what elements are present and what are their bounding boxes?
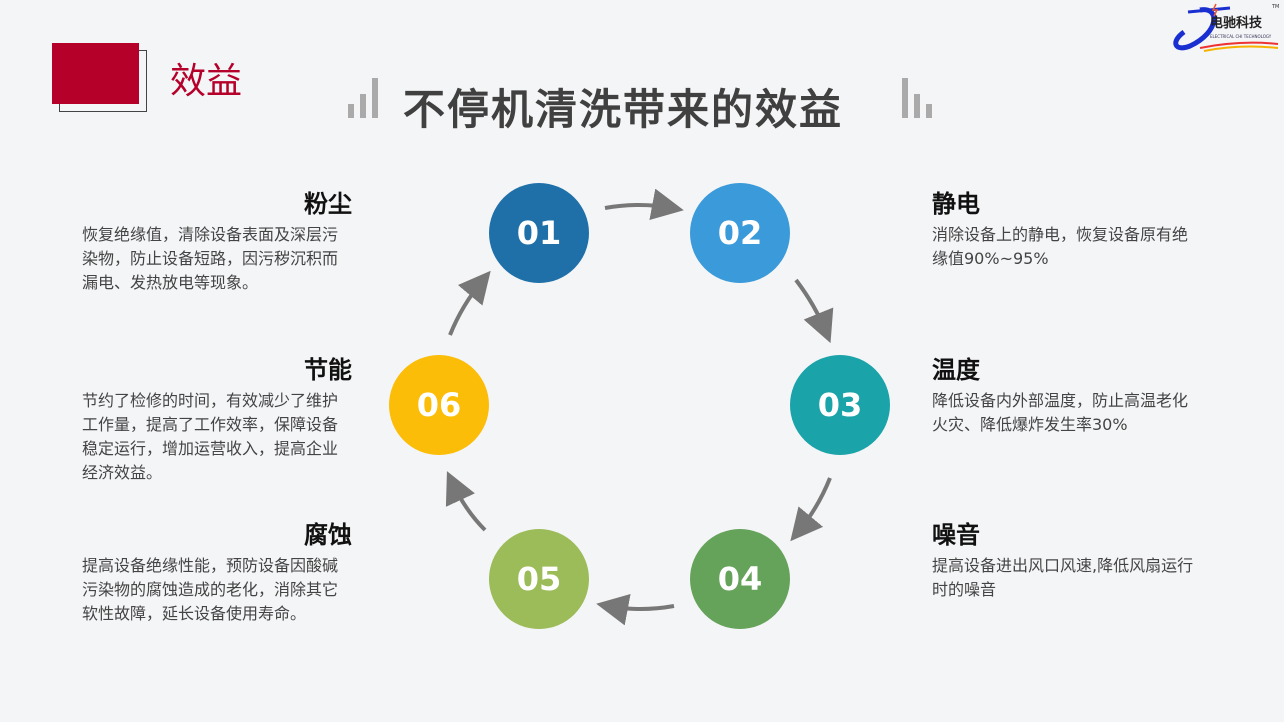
page-title: 不停机清洗带来的效益 xyxy=(403,85,844,134)
benefit-energy: 节能节约了检修的时间，有效减少了维护工作量，提高了工作效率，保障设备稳定运行，增… xyxy=(82,350,352,485)
benefit-title: 噪音 xyxy=(932,521,980,549)
arrow-04-05 xyxy=(596,593,675,626)
benefit-text: 提高设备绝缘性能，预防设备因酸碱污染物的腐蚀造成的老化，消除其它软性故障，延长设… xyxy=(82,556,339,623)
step-circle-03: 03 xyxy=(790,355,890,455)
benefit-corrosion: 腐蚀提高设备绝缘性能，预防设备因酸碱污染物的腐蚀造成的老化，消除其它软性故障，延… xyxy=(82,515,352,626)
benefit-text: 提高设备进出风口风速,降低风扇运行时的噪音 xyxy=(932,556,1194,599)
arrow-02-03 xyxy=(794,278,834,344)
step-circle-04: 04 xyxy=(690,529,790,629)
benefit-title: 温度 xyxy=(932,356,980,384)
title-bars-left-icon xyxy=(348,78,378,118)
benefit-static: 静电消除设备上的静电，恢复设备原有绝缘值90%~95% xyxy=(932,184,1202,271)
step-circle-02: 02 xyxy=(690,183,790,283)
benefit-dust: 粉尘恢复绝缘值，清除设备表面及深层污染物，防止设备短路，因污秽沉积而漏电、发热放… xyxy=(82,184,352,295)
benefit-title: 腐蚀 xyxy=(304,521,352,549)
step-circle-06: 06 xyxy=(389,355,489,455)
benefit-text: 降低设备内外部温度，防止高温老化火灾、降低爆炸发生率30% xyxy=(932,391,1189,434)
arrow-01-02 xyxy=(604,188,684,221)
arrow-05-06 xyxy=(445,471,487,532)
benefit-text: 节约了检修的时间，有效减少了维护工作量，提高了工作效率，保障设备稳定运行，增加运… xyxy=(82,391,339,482)
benefit-text: 消除设备上的静电，恢复设备原有绝缘值90%~95% xyxy=(932,225,1189,268)
company-logo: 电驰科技 ELECTRICAL CHI TECHNOLOGY TM xyxy=(1170,2,1282,56)
arrow-03-04 xyxy=(790,477,832,542)
benefit-title: 静电 xyxy=(932,190,980,218)
step-circle-05: 05 xyxy=(489,529,589,629)
section-title: 效益 xyxy=(170,60,243,101)
benefit-title: 粉尘 xyxy=(304,190,352,218)
benefit-noise: 噪音提高设备进出风口风速,降低风扇运行时的噪音 xyxy=(932,515,1202,602)
benefit-text: 恢复绝缘值，清除设备表面及深层污染物，防止设备短路，因污秽沉积而漏电、发热放电等… xyxy=(82,225,339,292)
benefit-temperature: 温度降低设备内外部温度，防止高温老化火灾、降低爆炸发生率30% xyxy=(932,350,1202,437)
step-circle-01: 01 xyxy=(489,183,589,283)
title-bars-right-icon xyxy=(902,78,932,118)
benefit-title: 节能 xyxy=(304,356,352,384)
section-badge xyxy=(52,43,139,104)
arrow-06-01 xyxy=(448,270,491,336)
